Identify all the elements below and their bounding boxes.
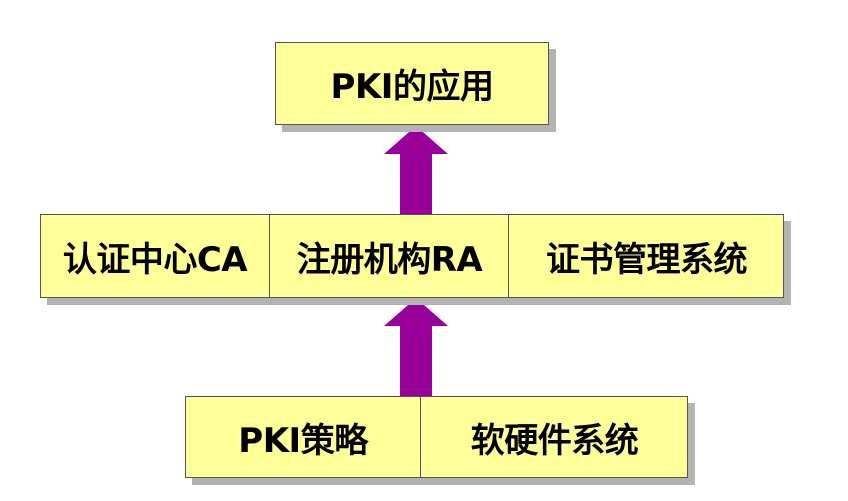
ca-label: 认证中心CA xyxy=(62,239,248,280)
pki-applications-label: PKI的应用 xyxy=(330,67,494,107)
hw-sw-system-label: 软硬件系统 xyxy=(420,397,688,477)
cert-management-label: 证书管理系统 xyxy=(508,215,784,297)
pki-policy-label: PKI策略 xyxy=(238,420,368,461)
arrow-up-to-middle-layer xyxy=(384,298,448,398)
pki-foundation-box: PKI策略 软硬件系统 xyxy=(185,396,688,478)
pki-components-box: 认证中心CA 注册机构RA 证书管理系统 xyxy=(40,214,784,298)
arrow-up-to-applications xyxy=(384,126,448,216)
pki-applications-box: PKI的应用 xyxy=(275,42,549,125)
ra-label: 注册机构RA xyxy=(269,215,509,297)
